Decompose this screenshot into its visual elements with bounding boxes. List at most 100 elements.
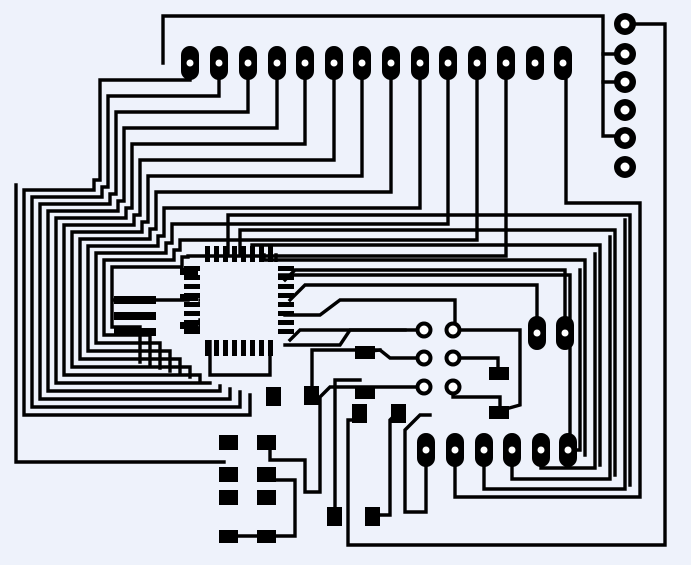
- smd-pad: [219, 467, 238, 482]
- trace-fanout: [110, 61, 508, 364]
- smd-pad: [257, 435, 276, 450]
- ic-pin: [232, 340, 237, 356]
- drill-hole: [244, 59, 252, 67]
- smd-pad: [219, 530, 238, 543]
- smd-pad: [114, 312, 156, 320]
- smd-pad: [257, 530, 276, 543]
- ic-pin: [278, 329, 294, 334]
- ic-pin: [223, 340, 228, 356]
- drill-hole: [561, 329, 569, 337]
- smd-pad: [219, 435, 238, 450]
- ic-pin: [250, 340, 255, 356]
- drill-hole: [620, 133, 630, 143]
- drill-hole: [620, 77, 630, 87]
- drill-hole: [419, 325, 429, 335]
- ic-pin: [184, 311, 200, 316]
- ic-pin: [184, 329, 200, 334]
- drill-hole: [620, 105, 630, 115]
- trace-ic-right-2: [283, 328, 407, 347]
- drill-hole: [531, 59, 539, 67]
- trace-ic-right-1: [283, 298, 457, 332]
- trace-fanout: [70, 61, 364, 379]
- ic-pin: [268, 246, 273, 262]
- trace-fanout: [62, 61, 336, 382]
- smd-pad: [257, 467, 276, 482]
- drill-hole: [215, 59, 223, 67]
- drill-hole: [419, 382, 429, 392]
- smd-pad: [327, 507, 342, 526]
- smd-pad: [355, 386, 375, 399]
- drill-hole: [533, 329, 541, 337]
- drill-hole: [564, 446, 572, 454]
- smd-pad: [304, 386, 319, 405]
- drill-hole: [620, 162, 630, 172]
- ic-body: [200, 262, 278, 340]
- ic-pin: [241, 340, 246, 356]
- drill-hole: [416, 59, 424, 67]
- drill-hole: [502, 59, 510, 67]
- ic-pin: [278, 302, 294, 307]
- drill-hole: [480, 446, 488, 454]
- trace-bottom-header-1: [403, 413, 432, 514]
- drill-hole: [358, 59, 366, 67]
- fanout-traces: [22, 61, 508, 417]
- drill-hole: [448, 353, 458, 363]
- trace-right-fanout: [238, 228, 617, 477]
- trace-fanout: [22, 61, 252, 417]
- ic-pin: [268, 340, 273, 356]
- trace-ic-low-2: [208, 338, 272, 377]
- trace-fanout: [54, 61, 307, 385]
- drill-hole: [537, 446, 545, 454]
- ic-pin: [205, 246, 210, 262]
- smd-pad: [219, 490, 238, 505]
- smd-pad: [489, 367, 509, 380]
- smd-pad: [180, 294, 198, 301]
- trace-fanout: [30, 61, 242, 409]
- trace-left-outer: [14, 183, 226, 464]
- smd-pad: [391, 404, 406, 423]
- trace-fanout: [46, 61, 279, 393]
- trace-bottom-header-2: [453, 61, 642, 499]
- drill-hole: [508, 446, 516, 454]
- smd-pad: [114, 328, 156, 336]
- ic-pins: [184, 246, 294, 356]
- drill-hole: [301, 59, 309, 67]
- drill-hole: [559, 59, 567, 67]
- ic-pin: [259, 340, 264, 356]
- smd-pad: [266, 387, 281, 406]
- copper-traces: [14, 14, 667, 547]
- smd-pad: [180, 322, 198, 329]
- ic-pin: [184, 275, 200, 280]
- ic-pin: [278, 266, 294, 271]
- ic-pin: [250, 246, 255, 262]
- trace-fanout: [38, 61, 250, 401]
- smd-pad: [114, 296, 156, 304]
- ic-pin: [241, 246, 246, 262]
- drill-hole: [273, 59, 281, 67]
- trace-smd-2: [333, 378, 362, 517]
- trace-right-fanout: [226, 213, 632, 487]
- ic-pin: [214, 246, 219, 262]
- through-hole-pads: [181, 13, 636, 467]
- trace-fanout: [94, 61, 450, 370]
- smd-pad: [352, 404, 367, 423]
- ic-pin: [223, 246, 228, 262]
- drill-hole: [448, 382, 458, 392]
- ic-pin: [278, 311, 294, 316]
- trace-fanout: [78, 61, 393, 376]
- ic-pin: [214, 340, 219, 356]
- drill-hole: [444, 59, 452, 67]
- smd-pads: [114, 268, 509, 543]
- ic-pin: [278, 275, 294, 280]
- ic-pin: [232, 246, 237, 262]
- smd-pad: [365, 507, 380, 526]
- ic-pin: [184, 284, 200, 289]
- drill-hole: [451, 446, 459, 454]
- trace-connector-a: [287, 283, 539, 332]
- ic-pin: [184, 302, 200, 307]
- drill-hole: [330, 59, 338, 67]
- smd-pad: [180, 268, 198, 275]
